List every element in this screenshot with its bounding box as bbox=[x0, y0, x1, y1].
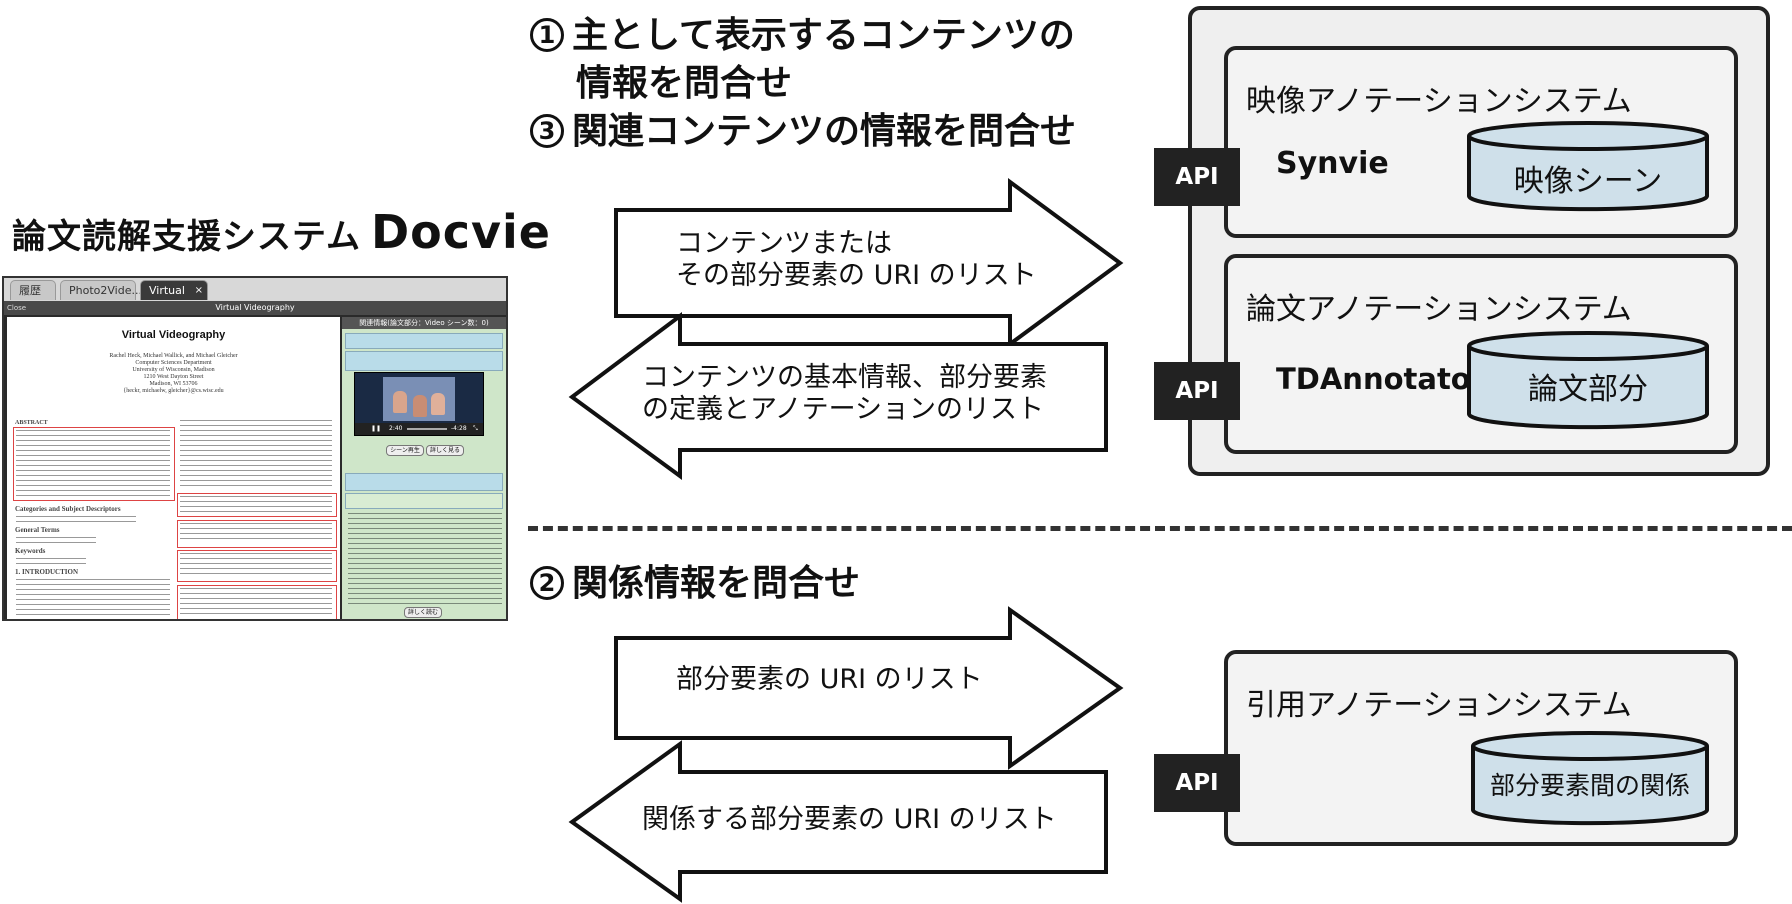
paper-title: Virtual Videography bbox=[121, 329, 226, 341]
related-item[interactable] bbox=[345, 493, 503, 509]
video-person bbox=[393, 391, 407, 413]
paper-view: Virtual Videography Rachel Heck, Michael… bbox=[7, 317, 340, 619]
arrow-2-line1: コンテンツの基本情報、部分要素 bbox=[642, 362, 1047, 393]
citation-system-title: 引用アノテーションシステム bbox=[1246, 688, 1632, 723]
general-terms-heading: General Terms bbox=[15, 526, 60, 534]
related-text bbox=[348, 583, 502, 605]
tab-photo2video[interactable]: Photo2Vide... bbox=[60, 280, 142, 300]
close-button[interactable]: Close bbox=[7, 304, 27, 312]
close-icon[interactable]: × bbox=[194, 285, 203, 296]
video-seekbar[interactable] bbox=[407, 428, 447, 430]
video-person bbox=[431, 393, 445, 415]
tab-history[interactable]: 履歴 bbox=[10, 280, 56, 300]
annotation-highlight bbox=[177, 493, 337, 517]
keywords-text bbox=[16, 558, 86, 564]
step-number-2: 2 bbox=[530, 566, 564, 600]
intro-heading: 1. INTRODUCTION bbox=[15, 568, 79, 576]
categories-heading: Categories and Subject Descriptors bbox=[15, 505, 121, 513]
right-column-text bbox=[180, 553, 332, 577]
keywords-heading: Keywords bbox=[15, 547, 46, 555]
annotation-highlight bbox=[177, 585, 337, 619]
related-info-header: 関連情報(論文部分：Video シーン数：0) bbox=[342, 317, 506, 329]
arrow-3-label: 部分要素の URI のリスト bbox=[676, 664, 983, 696]
tab-virtual-videography[interactable]: Virtual Vi...× bbox=[140, 280, 208, 317]
paper-db-label: 論文部分 bbox=[1528, 372, 1648, 407]
abstract-heading: ABSTRACT bbox=[15, 420, 48, 426]
query-1-line2: 情報を問合せ bbox=[576, 63, 793, 104]
right-column-text bbox=[180, 496, 332, 513]
categories-text bbox=[16, 516, 136, 522]
arrow-2-label: コンテンツの基本情報、部分要素 の定義とアノテーションのリスト bbox=[642, 362, 1047, 426]
response-arrow-left-2 bbox=[568, 740, 1108, 903]
docvie-title-name: Docvie bbox=[370, 205, 551, 259]
docvie-screenshot: 履歴 Photo2Vide... Virtual Vi...× Close Vi… bbox=[2, 276, 508, 621]
video-time-end: -4:28 bbox=[451, 425, 467, 432]
paper-authors: Rachel Heck, Michael Wallick, and Michae… bbox=[109, 353, 238, 394]
arrow-1-line2: その部分要素の URI のリスト bbox=[676, 260, 1037, 291]
request-arrow-right-2 bbox=[614, 606, 1124, 770]
arrow-3-line1: 部分要素の URI のリスト bbox=[676, 664, 983, 695]
video-db-label: 映像シーン bbox=[1513, 164, 1663, 199]
read-more-button[interactable]: 詳しく読む bbox=[404, 607, 442, 618]
right-column-text bbox=[180, 420, 332, 488]
query-3-text: 関連コンテンツの情報を問合せ bbox=[572, 111, 1077, 152]
section-divider bbox=[528, 526, 1792, 531]
arrow-1-label: コンテンツまたは その部分要素の URI のリスト bbox=[676, 228, 1037, 292]
scene-play-button[interactable]: シーン再生 bbox=[386, 445, 424, 456]
docvie-title-jp: 論文読解支援システム bbox=[12, 217, 361, 257]
annotation-highlight bbox=[13, 427, 175, 501]
fullscreen-icon[interactable]: ⤡ bbox=[473, 425, 478, 432]
toolbar-title: Virtual Videography bbox=[215, 303, 295, 312]
video-system-name: Synvie bbox=[1276, 146, 1389, 181]
screenshot-toolbar: Close Virtual Videography bbox=[4, 301, 506, 315]
response-arrow-left-1 bbox=[568, 312, 1108, 480]
video-controls: ❚❚ 2:40 -4:28 ⤡ bbox=[355, 423, 483, 435]
paper-system-name: TDAnnotator bbox=[1276, 362, 1486, 396]
right-column-text bbox=[180, 588, 332, 618]
video-person bbox=[413, 395, 427, 417]
video-time-start: 2:40 bbox=[389, 425, 403, 432]
video-frame bbox=[383, 377, 455, 421]
step-number-1: 1 bbox=[530, 18, 564, 52]
right-column-text bbox=[180, 523, 332, 543]
video-system-api: API bbox=[1154, 148, 1240, 206]
arrow-2-line2: の定義とアノテーションのリスト bbox=[642, 394, 1045, 425]
arrow-4-label: 関係する部分要素の URI のリスト bbox=[642, 804, 1057, 836]
annotation-highlight bbox=[177, 550, 337, 582]
citation-system-api: API bbox=[1154, 754, 1240, 812]
annotation-highlight bbox=[177, 520, 337, 548]
query-1-line1: 主として表示するコンテンツの bbox=[572, 15, 1075, 56]
intro-text bbox=[16, 579, 170, 619]
paper-system-api: API bbox=[1154, 362, 1240, 420]
paper-part-database bbox=[1467, 331, 1709, 430]
query-2-text: 関係情報を問合せ bbox=[572, 563, 861, 604]
step-number-3: 3 bbox=[530, 114, 564, 148]
screenshot-tabbar: 履歴 Photo2Vide... Virtual Vi...× bbox=[4, 278, 506, 317]
detail-button[interactable]: 詳しく見る bbox=[426, 445, 464, 456]
arrow-4-line1: 関係する部分要素の URI のリスト bbox=[642, 804, 1057, 835]
video-scene-database bbox=[1467, 121, 1709, 212]
video-player[interactable]: ❚❚ 2:40 -4:28 ⤡ bbox=[354, 372, 484, 436]
related-info-panel: 関連情報(論文部分：Video シーン数：0) ❚❚ 2:40 -4:28 ⤡ … bbox=[342, 317, 506, 619]
video-system-title: 映像アノテーションシステム bbox=[1246, 84, 1632, 119]
general-terms-text bbox=[16, 537, 96, 543]
relation-db-label: 部分要素間の関係 bbox=[1489, 771, 1690, 800]
relation-database bbox=[1471, 731, 1709, 826]
arrow-1-line1: コンテンツまたは bbox=[676, 228, 892, 259]
abstract-text bbox=[16, 430, 170, 496]
related-text bbox=[348, 513, 502, 579]
play-pause-icon[interactable]: ❚❚ bbox=[371, 425, 382, 432]
related-item[interactable] bbox=[345, 473, 503, 491]
paper-system-title: 論文アノテーションシステム bbox=[1246, 292, 1632, 327]
related-item[interactable] bbox=[345, 351, 503, 371]
related-item[interactable] bbox=[345, 333, 503, 349]
